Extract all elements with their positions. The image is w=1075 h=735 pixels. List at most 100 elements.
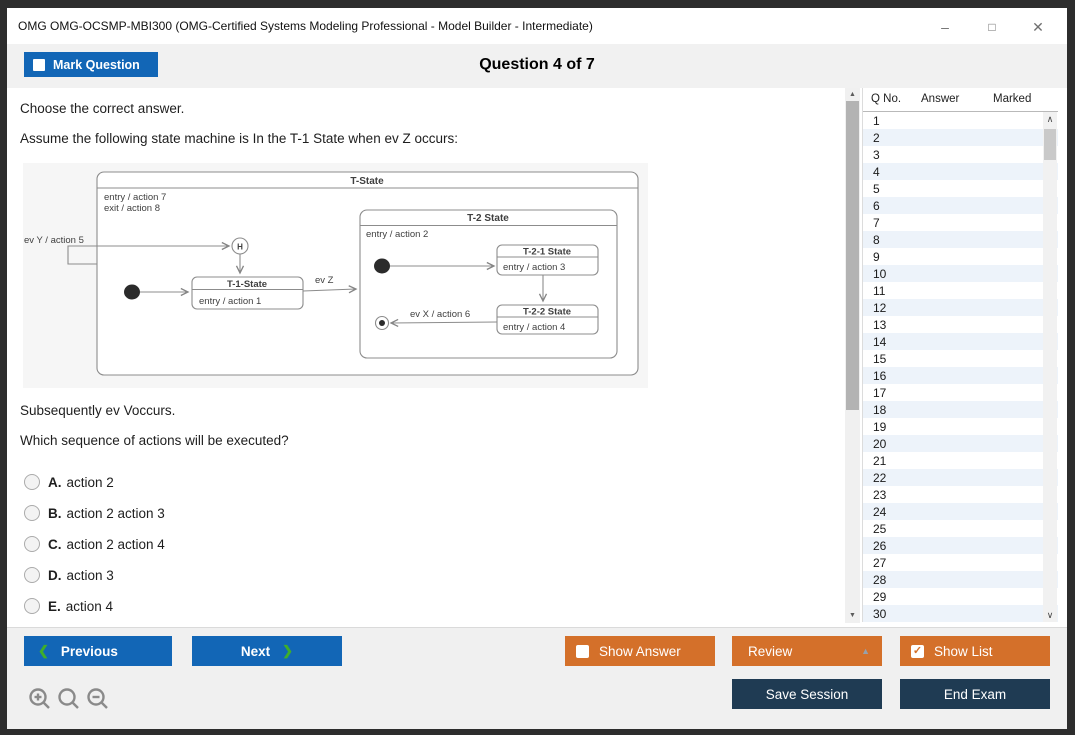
question-row[interactable]: 11 [863,282,1058,299]
option-b-letter: B. [48,505,62,521]
option-c-text: action 2 action 4 [66,536,165,552]
review-button[interactable]: Review ▲ [732,636,882,666]
option-e-letter: E. [48,598,61,614]
question-followup: Subsequently ev Voccurs. [20,403,176,418]
question-row[interactable]: 30 [863,605,1058,622]
question-row[interactable]: 10 [863,265,1058,282]
maximize-icon[interactable]: □ [988,20,996,34]
header-bar: Mark Question Question 4 of 7 [7,44,1067,88]
content-scrollbar[interactable]: ▲ ▼ [845,88,860,623]
show-list-checkbox-icon[interactable]: ✓ [911,644,924,658]
t21-state-entry: entry / action 3 [503,262,565,273]
list-scroll-down-icon[interactable]: ∨ [1046,610,1054,620]
question-row[interactable]: 6 [863,197,1058,214]
option-e-text: action 4 [65,598,114,614]
question-number: 24 [873,505,887,519]
question-row[interactable]: 20 [863,435,1058,452]
end-exam-button[interactable]: End Exam [900,679,1050,709]
question-row[interactable]: 9 [863,248,1058,265]
zoom-out-icon[interactable] [87,688,108,709]
question-row[interactable]: 1 [863,112,1058,129]
question-number: 5 [873,182,880,196]
question-row[interactable]: 18 [863,401,1058,418]
question-row[interactable]: 12 [863,299,1058,316]
zoom-reset-icon[interactable] [58,688,79,709]
question-list-scrollbar-thumb[interactable] [1044,129,1056,160]
question-row[interactable]: 5 [863,180,1058,197]
t1-state-title: T-1-State [227,279,267,290]
question-number: 23 [873,488,887,502]
history-label: H [237,243,243,252]
chevron-right-icon: ❯ [282,643,294,658]
question-row[interactable]: 13 [863,316,1058,333]
question-row[interactable]: 19 [863,418,1058,435]
question-row[interactable]: 14 [863,333,1058,350]
next-button[interactable]: Next ❯ [192,636,342,666]
question-number: 21 [873,454,887,468]
save-session-button[interactable]: Save Session [732,679,882,709]
question-row[interactable]: 28 [863,571,1058,588]
option-row-a: A.action 2 [24,473,114,491]
question-row[interactable]: 21 [863,452,1058,469]
question-list-scrollbar[interactable]: ∧ ∨ [1043,112,1057,622]
question-number: 25 [873,522,887,536]
question-number: 1 [873,114,880,128]
scroll-down-icon[interactable]: ▼ [849,612,856,619]
show-answer-button[interactable]: Show Answer [565,636,715,666]
radio-option-d[interactable] [24,567,40,583]
question-number: 20 [873,437,887,451]
ev-x-label: ev X / action 6 [410,309,470,320]
option-c-letter: C. [48,536,62,552]
question-prompt: Which sequence of actions will be execut… [20,433,289,448]
show-list-label: Show List [934,643,993,659]
mark-question-label: Mark Question [53,57,140,72]
instruction-text: Choose the correct answer. [20,101,185,116]
mark-question-button[interactable]: Mark Question [24,52,158,77]
question-row[interactable]: 24 [863,503,1058,520]
minimize-icon[interactable]: – [941,19,949,35]
question-number: 19 [873,420,887,434]
scroll-up-icon[interactable]: ▲ [849,91,856,98]
question-number: 4 [873,165,880,179]
question-row[interactable]: 23 [863,486,1058,503]
ev-z-label: ev Z [315,275,334,286]
show-answer-checkbox-icon[interactable] [576,644,589,658]
state-machine-diagram: T-State entry / action 7 exit / action 8… [23,163,648,388]
close-icon[interactable]: ✕ [1032,19,1044,35]
ev-y-label: ev Y / action 5 [24,235,84,246]
question-list-header: Q No. Answer Marked [863,88,1058,112]
radio-option-a[interactable] [24,474,40,490]
previous-button[interactable]: ❮ Previous [24,636,172,666]
question-row[interactable]: 16 [863,367,1058,384]
save-session-label: Save Session [765,686,849,702]
question-row[interactable]: 22 [863,469,1058,486]
question-row[interactable]: 2 [863,129,1058,146]
question-row[interactable]: 4 [863,163,1058,180]
zoom-in-icon[interactable] [29,688,50,709]
question-number: 18 [873,403,887,417]
option-row-d: D.action 3 [24,566,114,584]
question-row[interactable]: 25 [863,520,1058,537]
window-title: OMG OMG-OCSMP-MBI300 (OMG-Certified Syst… [18,19,593,33]
radio-option-e[interactable] [24,598,40,614]
question-row[interactable]: 3 [863,146,1058,163]
question-row[interactable]: 17 [863,384,1058,401]
dropdown-up-icon: ▲ [861,646,870,656]
review-label: Review [748,643,793,659]
zoom-toolbar [29,688,108,709]
show-list-button[interactable]: ✓ Show List [900,636,1050,666]
question-row[interactable]: 7 [863,214,1058,231]
radio-option-b[interactable] [24,505,40,521]
content-scrollbar-thumb[interactable] [846,101,859,410]
radio-option-c[interactable] [24,536,40,552]
t2-initial-state-dot [374,258,390,274]
question-row[interactable]: 15 [863,350,1058,367]
question-row[interactable]: 8 [863,231,1058,248]
question-row[interactable]: 26 [863,537,1058,554]
question-row[interactable]: 29 [863,588,1058,605]
t22-state-title: T-2-2 State [523,307,571,318]
question-row[interactable]: 27 [863,554,1058,571]
option-d-letter: D. [48,567,62,583]
list-scroll-up-icon[interactable]: ∧ [1046,114,1054,124]
